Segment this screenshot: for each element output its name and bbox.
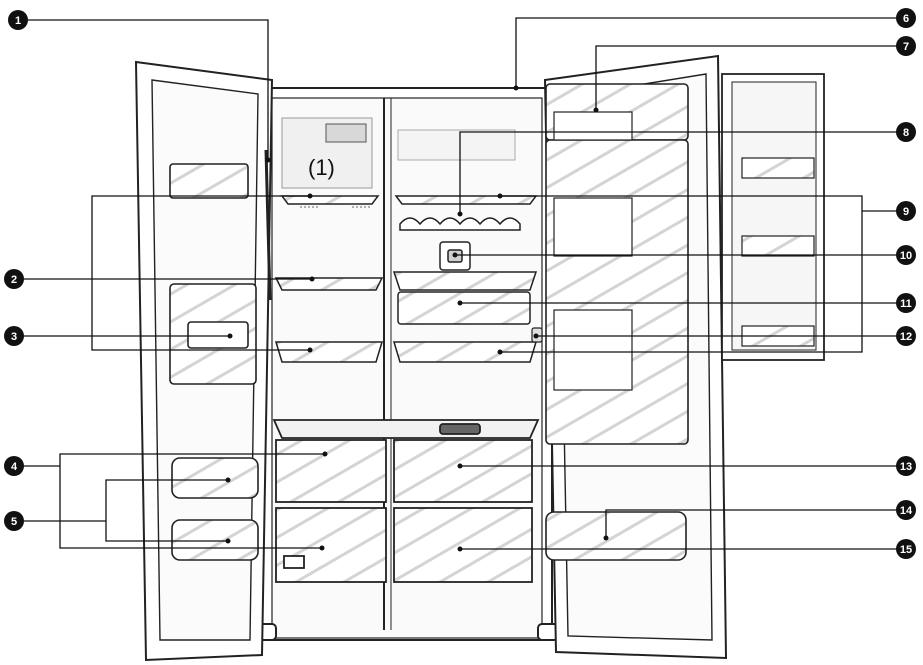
crisper-drawers bbox=[272, 419, 540, 583]
wine-rack bbox=[399, 217, 521, 231]
crisper-upper-left bbox=[275, 439, 387, 503]
svg-text:7: 7 bbox=[903, 41, 909, 53]
control-panel bbox=[281, 117, 373, 208]
leader-14 bbox=[605, 509, 898, 538]
crisper-cover bbox=[272, 419, 540, 439]
leader-7 bbox=[595, 45, 898, 110]
svg-text:4: 4 bbox=[11, 461, 18, 473]
crisper-upper-right bbox=[393, 439, 533, 503]
callout-4: 4 bbox=[4, 456, 24, 476]
left-door-guard-upper bbox=[171, 457, 259, 499]
svg-text:11: 11 bbox=[900, 298, 912, 310]
callout-7: 7 bbox=[896, 36, 916, 56]
svg-text:6: 6 bbox=[903, 13, 909, 25]
callout-1: 1 bbox=[8, 10, 28, 30]
callout-10: 10 bbox=[896, 245, 916, 265]
svg-text:3: 3 bbox=[11, 331, 17, 343]
callout-11: 11 bbox=[896, 293, 916, 313]
leader-dots bbox=[225, 85, 609, 552]
fridge-shelves bbox=[274, 195, 384, 363]
callout-badges: 1 2 3 4 5 6 7 8 bbox=[4, 8, 916, 559]
svg-text:12: 12 bbox=[900, 331, 912, 343]
callout-6: 6 bbox=[896, 8, 916, 28]
callout-8: 8 bbox=[896, 122, 916, 142]
callout-12: 12 bbox=[896, 326, 916, 346]
shelf-3-right bbox=[392, 341, 538, 363]
svg-text:10: 10 bbox=[900, 250, 912, 262]
right-door-guard bbox=[545, 511, 687, 561]
svg-text:1: 1 bbox=[15, 15, 21, 27]
left-door-bin-top bbox=[169, 163, 249, 199]
leader-8 bbox=[459, 131, 898, 214]
inset-door-view bbox=[721, 73, 825, 361]
svg-text:15: 15 bbox=[900, 544, 912, 556]
deli-drawer bbox=[397, 291, 531, 325]
display-panel bbox=[397, 129, 516, 161]
leader-1 bbox=[28, 19, 269, 160]
leader-bracket-left bbox=[91, 195, 310, 351]
leader-5 bbox=[105, 479, 228, 542]
crisper-cover-handle bbox=[439, 423, 481, 435]
shelf-2-right bbox=[392, 271, 538, 291]
callout-14: 14 bbox=[896, 500, 916, 520]
svg-text:5: 5 bbox=[11, 516, 17, 528]
svg-text:9: 9 bbox=[903, 206, 909, 218]
drawer-switch bbox=[283, 555, 305, 569]
callout-9: 9 bbox=[896, 201, 916, 221]
crisper-lower-right bbox=[393, 507, 533, 583]
right-door-module bbox=[545, 139, 689, 445]
svg-text:13: 13 bbox=[900, 461, 912, 473]
inset-label: (1) bbox=[308, 155, 335, 180]
right-door bbox=[543, 54, 728, 660]
crisper-lower-left bbox=[275, 507, 387, 583]
shelf-2-left bbox=[274, 277, 384, 291]
callout-5: 5 bbox=[4, 511, 24, 531]
svg-text:2: 2 bbox=[11, 274, 17, 286]
left-door-guard-lower bbox=[171, 519, 259, 561]
leader-lines bbox=[20, 17, 898, 550]
shelf-3-left bbox=[274, 341, 384, 363]
shelf-top-left bbox=[280, 195, 380, 205]
leader-9 bbox=[500, 195, 863, 353]
svg-text:8: 8 bbox=[903, 127, 909, 139]
leader-6 bbox=[515, 17, 898, 88]
callout-3: 3 bbox=[4, 326, 24, 346]
callout-2: 2 bbox=[4, 269, 24, 289]
left-door-ice-bin-inner bbox=[187, 321, 249, 349]
callout-15: 15 bbox=[896, 539, 916, 559]
shelf-top-right bbox=[394, 195, 538, 205]
callout-13: 13 bbox=[896, 456, 916, 476]
leader-4 bbox=[59, 453, 325, 549]
svg-text:14: 14 bbox=[900, 505, 913, 517]
left-door-bins bbox=[169, 163, 259, 561]
left-door-hinge-strip bbox=[264, 149, 272, 301]
